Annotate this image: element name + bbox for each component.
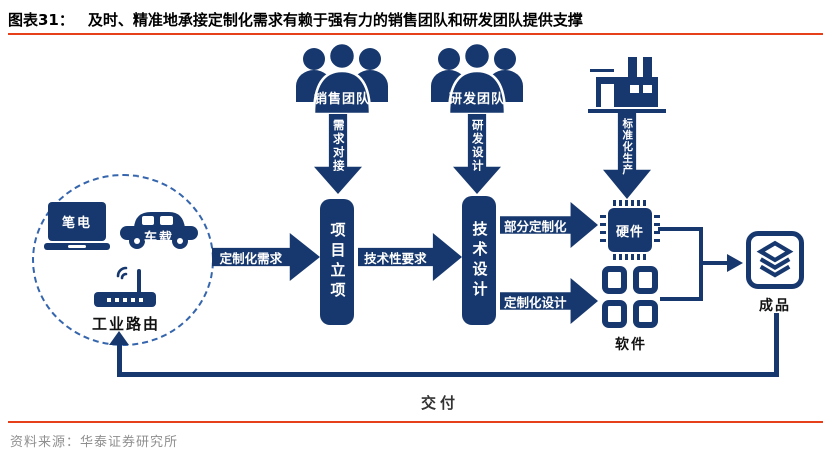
figure-title-row: 图表31： 及时、精准地承接定制化需求有赖于强有力的销售团队和研发团队提供支撑 xyxy=(8,9,823,30)
laptop-label: 笔电 xyxy=(48,202,106,241)
people-group-icon xyxy=(431,41,523,116)
hardware-connector-line xyxy=(658,227,703,231)
demand-matching-arrow-label: 需求对接 xyxy=(331,119,346,173)
hardware-label: 硬件 xyxy=(608,208,652,252)
laptop-icon: 笔电 xyxy=(44,202,110,252)
wifi-signal-icon xyxy=(116,266,128,280)
router-body xyxy=(94,292,156,307)
rnd-team-label: 研发团队 xyxy=(448,92,505,107)
rnd-team-icon: 研发团队 xyxy=(429,41,525,116)
hardware-chip-icon: 硬件 xyxy=(600,200,660,260)
source-note: 资料来源：华泰证券研究所 xyxy=(10,435,179,450)
footer-rule xyxy=(8,421,823,423)
product-arrow-line xyxy=(701,261,729,265)
sales-team-icon: 销售团队 xyxy=(294,41,390,116)
figure-number: 图表31： xyxy=(8,11,74,29)
finished-product-icon xyxy=(746,231,804,289)
partial-customization-arrow: 部分定制化 xyxy=(500,202,598,248)
standardized-production-arrow-label: 标准化生产 xyxy=(621,118,634,176)
technical-design-box: 技术设计 xyxy=(462,196,496,325)
rnd-design-arrow: 研发设计 xyxy=(453,114,501,194)
customized-design-arrow-label: 定制化设计 xyxy=(504,294,567,310)
standardized-production-arrow: 标准化生产 xyxy=(603,113,651,199)
product-arrowhead-icon xyxy=(727,254,743,272)
router-icon xyxy=(92,262,158,310)
car-label: 车载 xyxy=(143,231,174,246)
factory-icon xyxy=(588,55,666,113)
partial-customization-arrow-label: 部分定制化 xyxy=(504,218,567,234)
figure-title: 及时、精准地承接定制化需求有赖于强有力的销售团队和研发团队提供支撑 xyxy=(87,11,583,29)
software-label: 软件 xyxy=(615,337,647,353)
software-connector-line xyxy=(660,297,703,301)
delivery-up-line xyxy=(117,344,122,377)
delivery-arrowhead-icon xyxy=(109,331,129,345)
layers-icon xyxy=(756,240,794,278)
router-antenna xyxy=(137,269,141,294)
customized-demand-arrow-label: 定制化需求 xyxy=(219,250,283,266)
technical-requirements-arrow: 技术性要求 xyxy=(358,233,462,281)
sales-team-label: 销售团队 xyxy=(313,92,370,107)
product-label: 成品 xyxy=(759,298,791,314)
car-icon: 车载 xyxy=(120,208,198,250)
title-underline-rule xyxy=(8,33,823,35)
demand-matching-arrow: 需求对接 xyxy=(314,114,362,194)
project-initiation-box: 项目立项 xyxy=(320,199,354,325)
people-group-icon xyxy=(296,41,388,116)
software-icon xyxy=(602,266,660,328)
delivery-bottom-line xyxy=(119,372,779,377)
technical-requirements-arrow-label: 技术性要求 xyxy=(364,250,427,266)
delivery-down-line xyxy=(774,313,779,377)
router-label: 工业路由 xyxy=(91,315,160,333)
delivery-label: 交付 xyxy=(420,394,459,412)
technical-design-label: 技术设计 xyxy=(470,220,489,301)
project-initiation-label: 项目立项 xyxy=(328,222,347,302)
customized-design-arrow: 定制化设计 xyxy=(500,278,598,324)
customized-demand-arrow: 定制化需求 xyxy=(212,233,320,281)
rnd-design-arrow-label: 研发设计 xyxy=(470,119,485,173)
laptop-notch xyxy=(68,245,86,248)
